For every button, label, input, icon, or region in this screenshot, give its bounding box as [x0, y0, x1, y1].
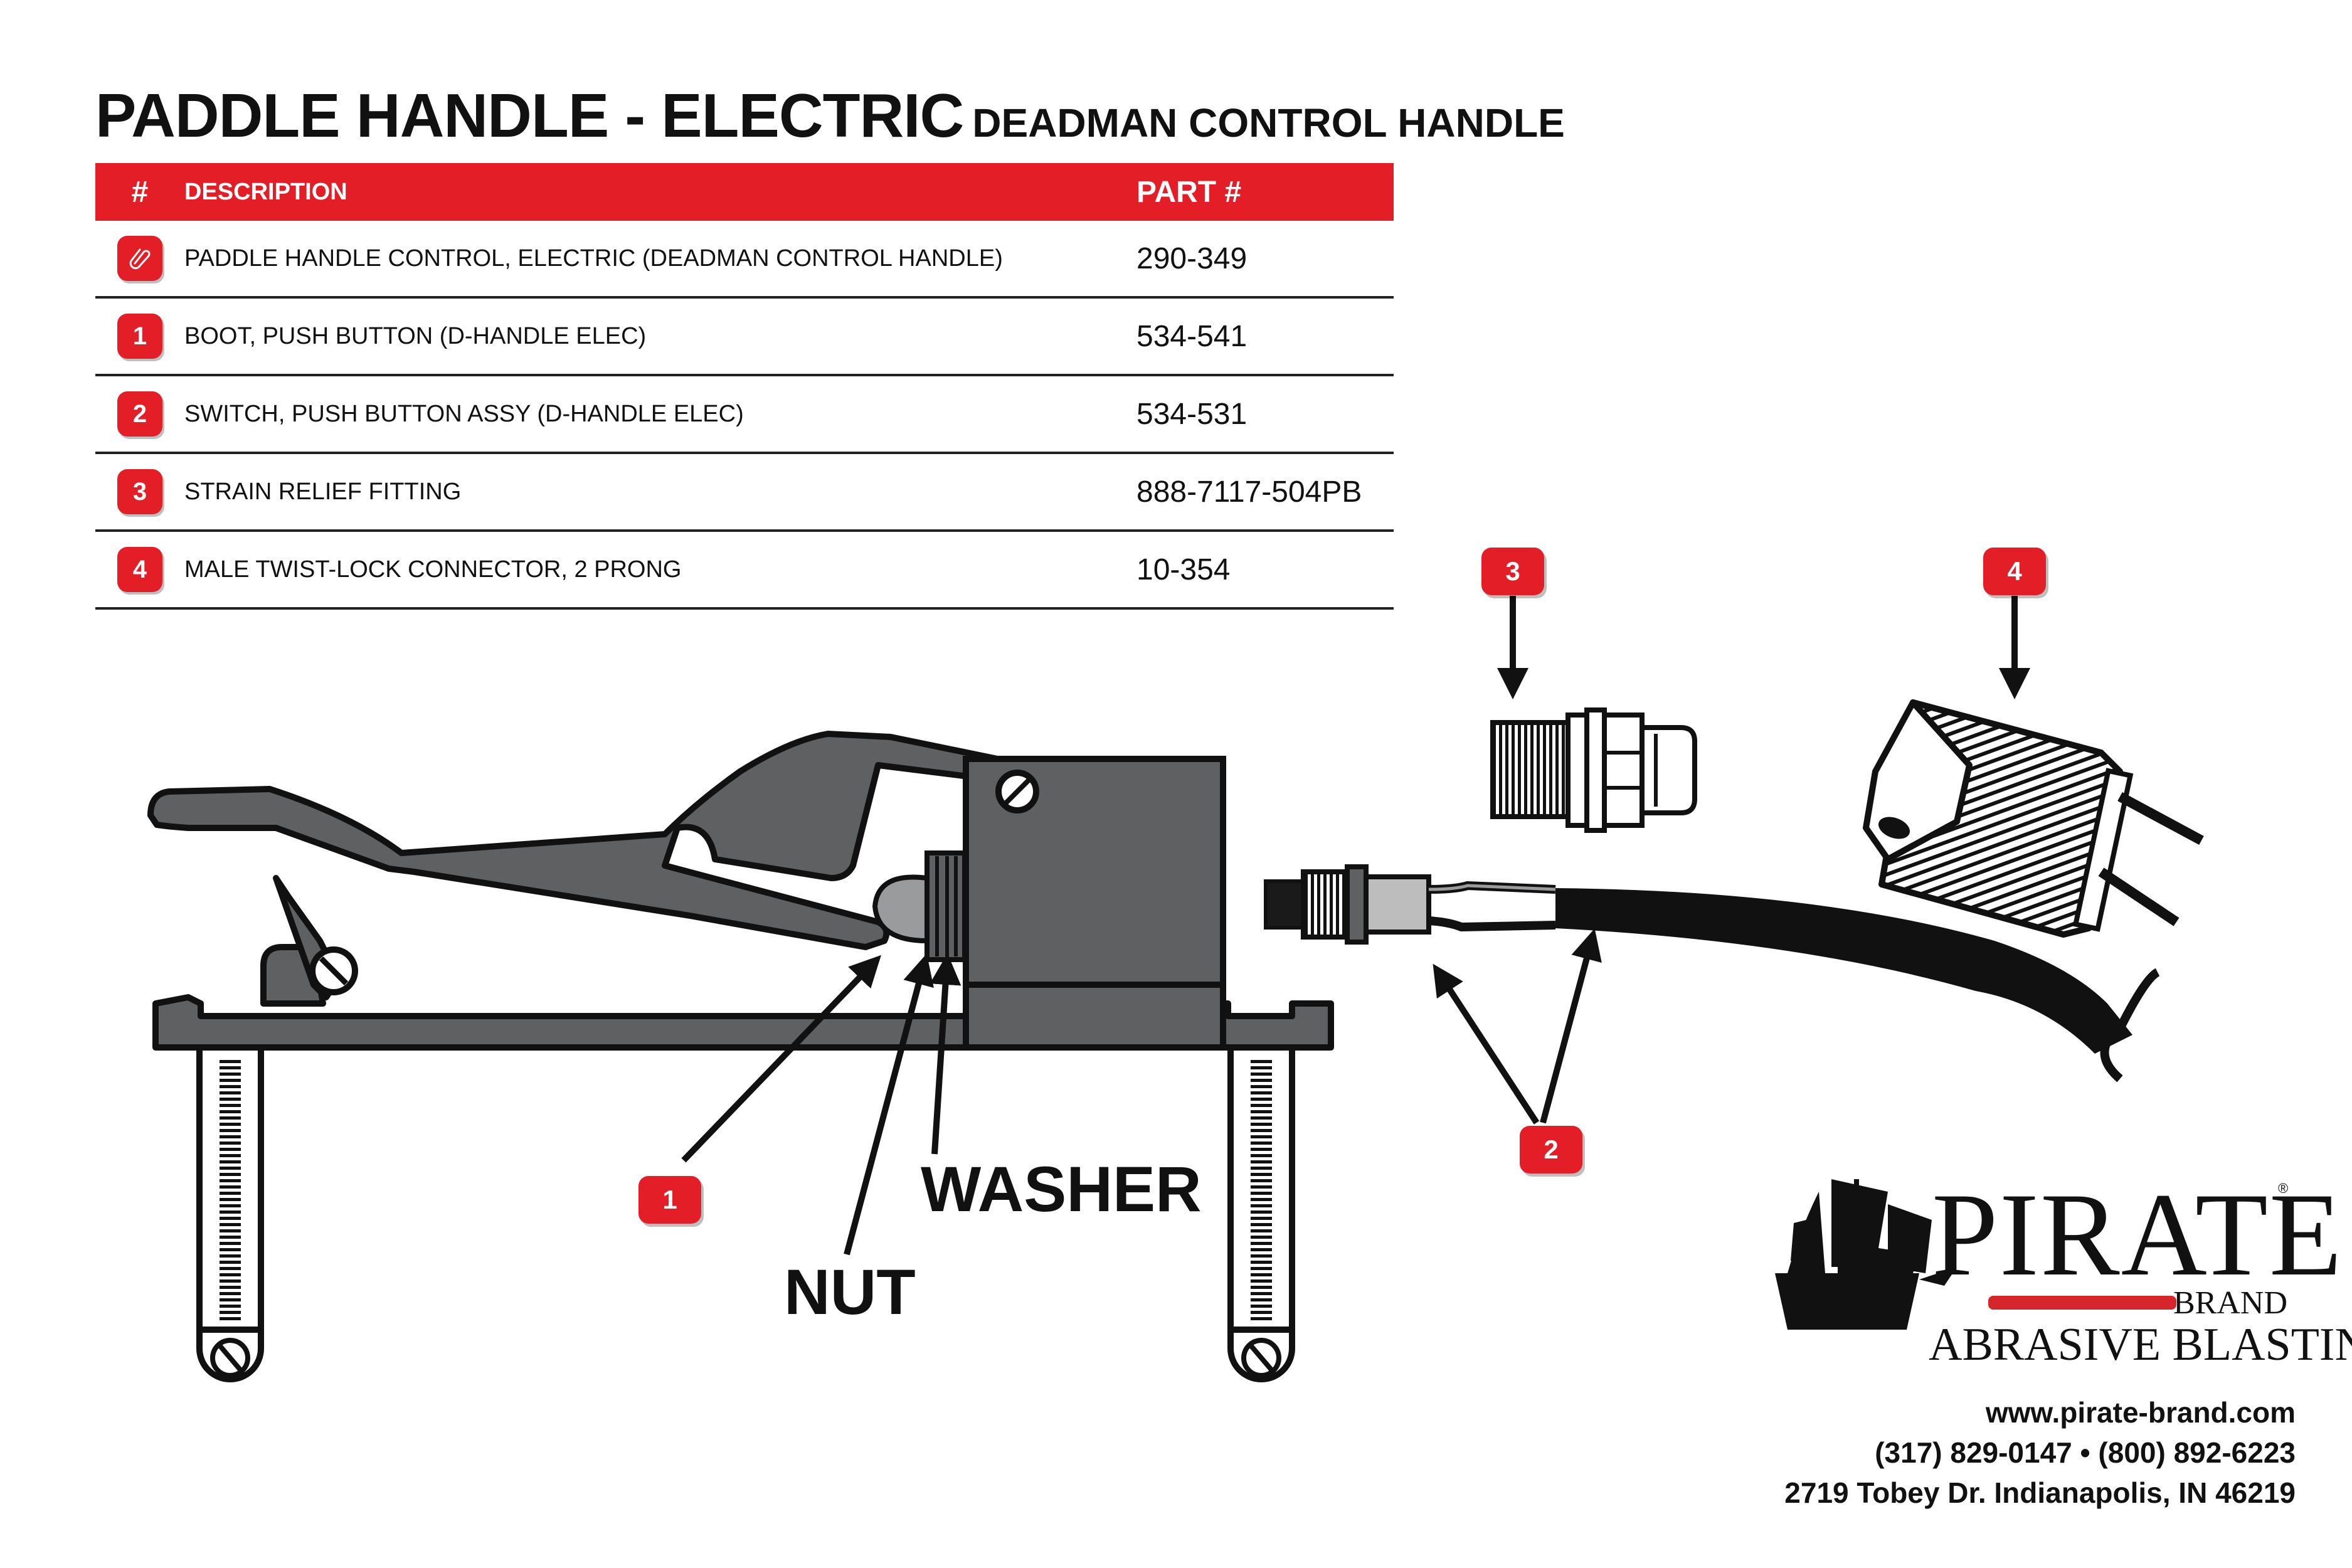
- table-row: 3 STRAIN RELIEF FITTING 888-7117-504PB: [95, 454, 1394, 532]
- row-part-number: 290-349: [1136, 241, 1248, 275]
- row-part-number: 888-7117-504PB: [1136, 475, 1362, 509]
- brand-word: BRAND: [2173, 1285, 2288, 1321]
- row-description: BOOT, PUSH BUTTON (D-HANDLE ELEC): [184, 322, 647, 349]
- ship-logo-icon: [1775, 1179, 1957, 1330]
- brand-red-swash: [1988, 1296, 2176, 1310]
- arrow-washer: [930, 953, 961, 1155]
- address: 2719 Tobey Dr. Indianapolis, IN 46219: [1784, 1476, 2296, 1509]
- parts-table: # DESCRIPTION PART # PADDLE HANDLE CONTR…: [95, 163, 1394, 610]
- column-part: PART #: [1136, 175, 1242, 209]
- table-row: 1 BOOT, PUSH BUTTON (D-HANDLE ELEC) 534-…: [95, 299, 1394, 376]
- label-washer: WASHER: [921, 1153, 1202, 1225]
- pirate-brand-logo: PIRATE ® BRAND ABRASIVE BLASTING: [1769, 1169, 2352, 1374]
- brand-tagline: ABRASIVE BLASTING: [1929, 1319, 2352, 1370]
- row-description: MALE TWIST-LOCK CONNECTOR, 2 PRONG: [184, 556, 682, 583]
- row-badge: 2: [117, 391, 162, 437]
- label-nut: NUT: [784, 1256, 916, 1328]
- website-link[interactable]: www.pirate-brand.com: [1985, 1396, 2296, 1429]
- strain-relief-fitting: [1490, 707, 1697, 833]
- left-mounting-bolt: [196, 1044, 264, 1382]
- switch-housing: [872, 756, 1226, 1051]
- row-part-number: 534-541: [1136, 319, 1248, 353]
- twist-lock-connector: [1863, 699, 2204, 938]
- row-badge: 1: [117, 314, 162, 359]
- arrow-nut: [844, 953, 934, 1256]
- row-description: SWITCH, PUSH BUTTON ASSY (D-HANDLE ELEC): [184, 400, 744, 427]
- pivot-post: [260, 875, 358, 1007]
- paddle-lever: [147, 731, 1007, 950]
- electrical-cable: [1555, 888, 2160, 1083]
- row-badge: 3: [117, 469, 162, 514]
- arrow-2b: [1540, 928, 1602, 1124]
- registered-mark: ®: [2278, 1180, 2289, 1196]
- title-main: PADDLE HANDLE - ELECTRIC: [95, 81, 964, 150]
- column-number: #: [131, 175, 149, 209]
- paperclip-icon: [117, 236, 162, 281]
- table-row: 2 SWITCH, PUSH BUTTON ASSY (D-HANDLE ELE…: [95, 376, 1394, 454]
- callout-arrows: [681, 596, 2030, 1256]
- table-row: PADDLE HANDLE CONTROL, ELECTRIC (DEADMAN…: [95, 221, 1394, 299]
- column-description: DESCRIPTION: [184, 178, 347, 205]
- callout-badge-1: 1: [638, 1176, 701, 1224]
- row-description: STRAIN RELIEF FITTING: [184, 478, 462, 505]
- table-row: 4 MALE TWIST-LOCK CONNECTOR, 2 PRONG 10-…: [95, 532, 1394, 610]
- callout-badge-4: 4: [1983, 548, 2046, 595]
- arrow-1: [681, 955, 881, 1163]
- contact-info: www.pirate-brand.com (317) 829-0147 • (8…: [1784, 1392, 2296, 1513]
- row-badge: 4: [117, 547, 162, 592]
- title-sub: DEADMAN CONTROL HANDLE: [972, 100, 1565, 146]
- brand-name: PIRATE: [1932, 1169, 2343, 1301]
- table-header: # DESCRIPTION PART #: [95, 163, 1394, 221]
- callout-badge-2: 2: [1520, 1126, 1582, 1173]
- arrow-2a: [1433, 963, 1540, 1125]
- push-button-switch: [1264, 864, 1556, 945]
- right-mounting-bolt: [1227, 1044, 1295, 1382]
- callout-badge-3: 3: [1481, 548, 1544, 595]
- phone-numbers: (317) 829-0147 • (800) 892-6223: [1875, 1436, 2296, 1469]
- row-description: PADDLE HANDLE CONTROL, ELECTRIC (DEADMAN…: [184, 245, 1003, 272]
- row-part-number: 534-531: [1136, 397, 1248, 431]
- row-part-number: 10-354: [1136, 553, 1231, 586]
